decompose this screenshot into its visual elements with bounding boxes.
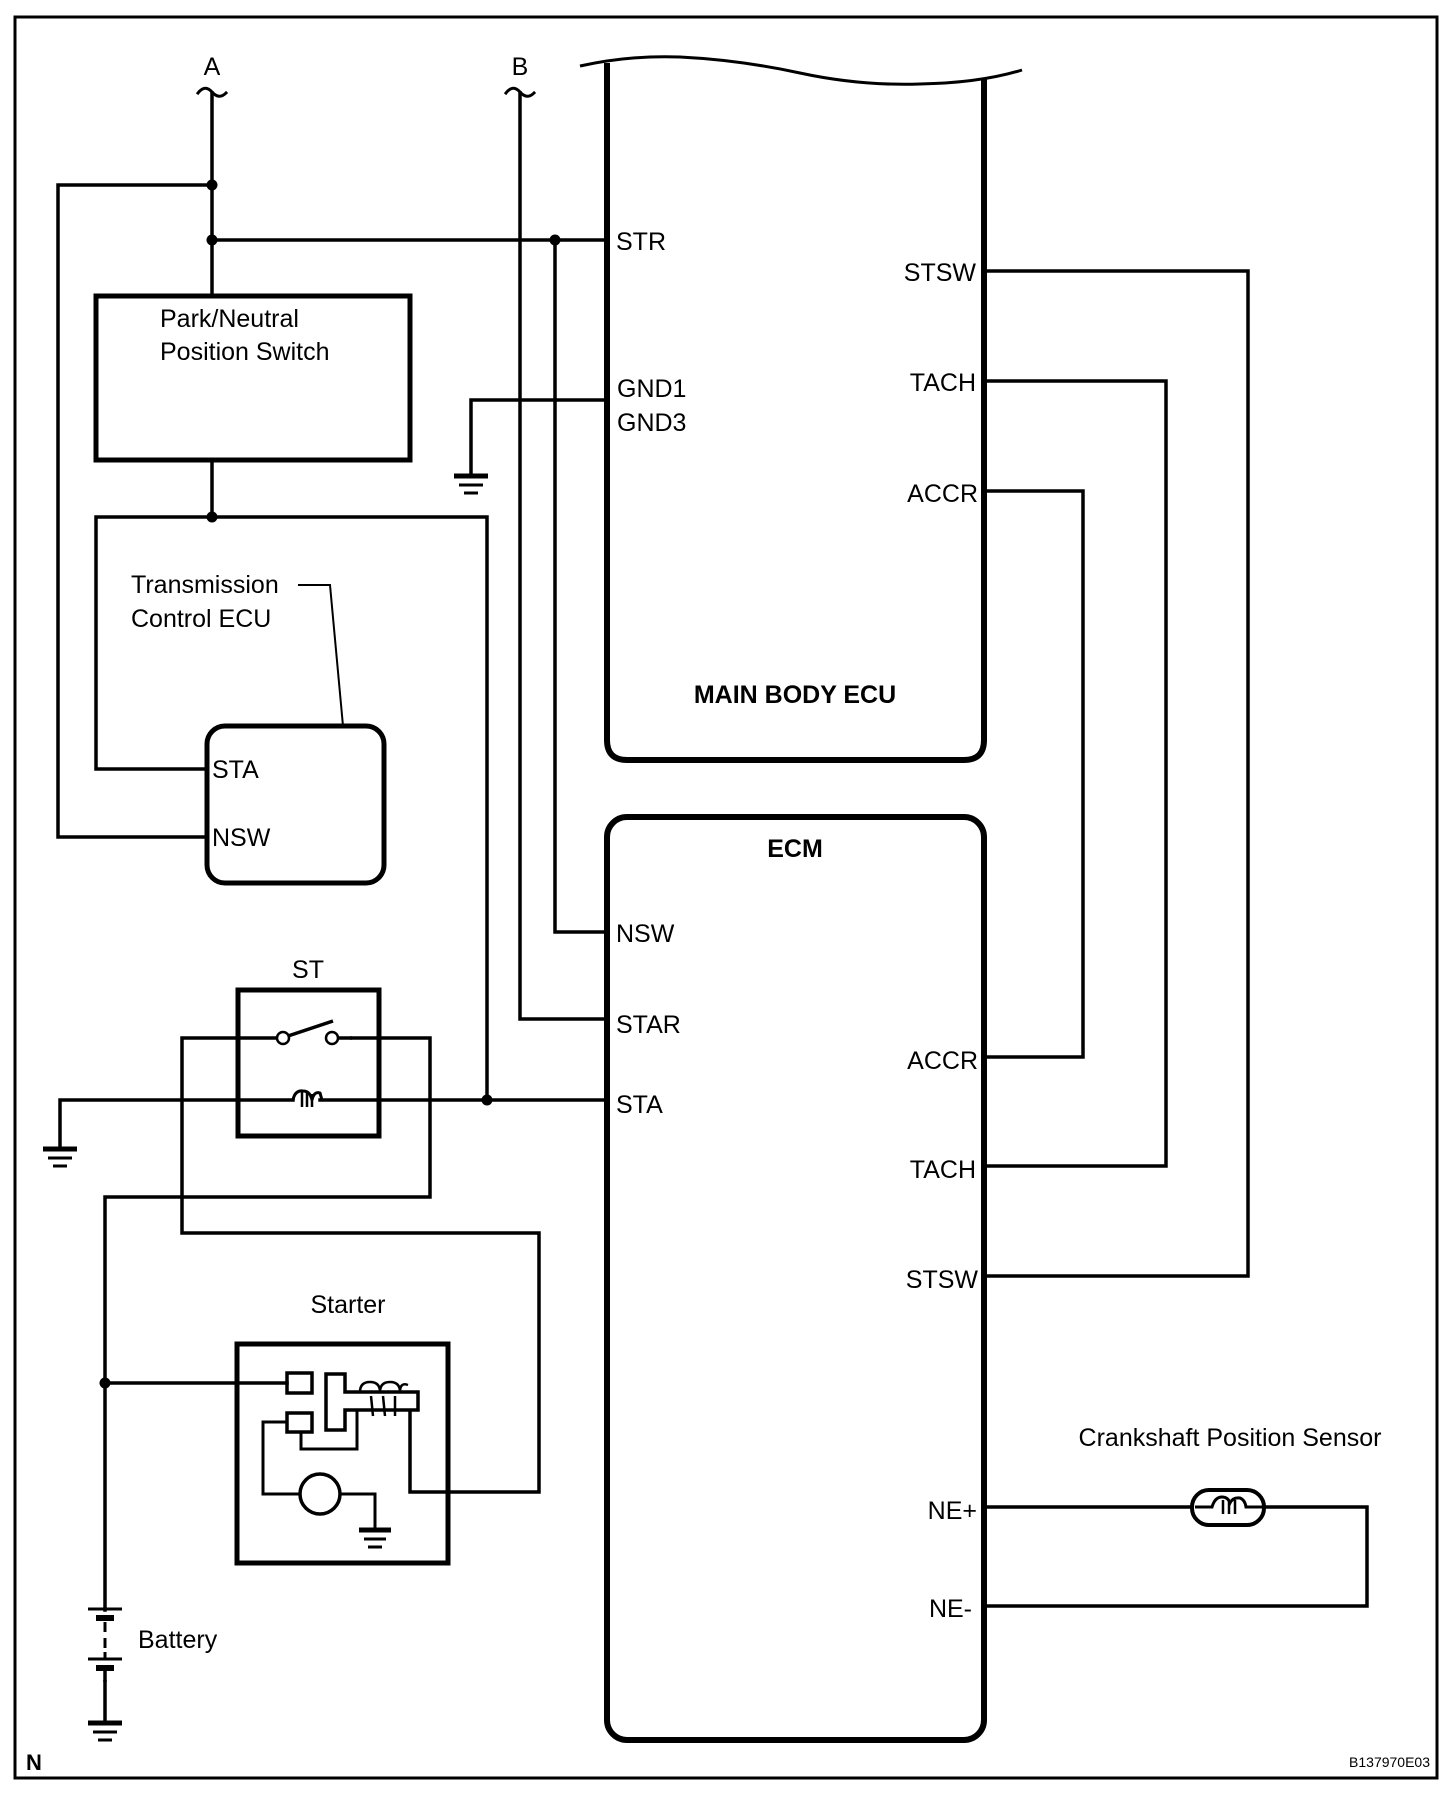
solenoid-plunger-icon (324, 1372, 420, 1432)
sensor-coil-turns (1221, 1500, 1237, 1514)
wire-pn-to-tcu-sta (94, 515, 214, 771)
transmission-control-ecu: Transmission Control ECU STA NSW (131, 571, 387, 886)
starter-internal-wire (299, 1408, 359, 1451)
tcu-label-line1: Transmission (131, 571, 279, 599)
main-body-ecu-box (604, 63, 987, 763)
starter-motor-wire (261, 1420, 302, 1496)
junction-dot (206, 511, 218, 523)
ecm-pin-ne-plus: NE+ (928, 1497, 977, 1525)
crankshaft-sensor-label: Crankshaft Position Sensor (1079, 1424, 1382, 1452)
starter: Starter (234, 1291, 451, 1566)
ground-icon (359, 1527, 391, 1549)
ecm-label: ECM (767, 835, 823, 863)
connector-b-label: B (512, 53, 529, 81)
wires (56, 91, 1369, 1612)
junction-dot (99, 1377, 111, 1389)
wire-battery-to-st-switch (103, 1036, 432, 1612)
wire-stsw (982, 269, 1250, 1278)
st-relay-box (235, 987, 382, 1139)
wire-str-to-ecm-nsw (553, 238, 609, 934)
pin-gnd3: GND3 (617, 409, 686, 437)
connector-a-label: A (204, 53, 221, 81)
main-body-ecu: MAIN BODY ECU STR GND1 GND3 STSW TACH AC… (579, 55, 1023, 763)
starter-contact-top (285, 1371, 314, 1395)
wire-gnd (469, 398, 609, 476)
starter-box (234, 1341, 451, 1566)
wire-ne-minus (982, 1505, 1369, 1608)
solenoid-coil-turns (369, 1395, 397, 1417)
corner-mark: N (26, 1750, 42, 1775)
pin-str: STR (616, 228, 666, 256)
park-neutral-label-line1: Park/Neutral (160, 305, 299, 333)
battery: Battery (88, 1607, 218, 1682)
wire-st-switch-to-starter (180, 1036, 541, 1494)
wire-pn-to-ecm-sta (210, 515, 489, 1102)
tcu-pin-nsw: NSW (212, 824, 271, 852)
junction-dot (206, 179, 218, 191)
break-line-icon (579, 55, 1023, 86)
ecm-pin-sta: STA (616, 1091, 663, 1119)
battery-icon (88, 1607, 122, 1682)
main-body-ecu-label: MAIN BODY ECU (694, 681, 896, 709)
ground-icon (454, 473, 488, 495)
park-neutral-switch-box (93, 293, 413, 463)
tcu-box (204, 723, 387, 886)
pin-gnd1: GND1 (617, 375, 686, 403)
figure-id: B137970E03 (1349, 1754, 1430, 1770)
junction-dot (206, 234, 218, 246)
junction-dot (481, 1094, 493, 1106)
ground-icon (43, 1146, 77, 1168)
wire-tach (982, 379, 1168, 1168)
ecm-pin-nsw: NSW (616, 920, 675, 948)
starter-label: Starter (310, 1291, 385, 1319)
ecm-pin-accr: ACCR (907, 1047, 978, 1075)
diagram-frame (13, 15, 1439, 1780)
ecm-box (604, 814, 987, 1743)
pin-accr: ACCR (907, 480, 978, 508)
pin-tach: TACH (910, 369, 976, 397)
relay-coil-icon (291, 1089, 324, 1107)
starter-contact-bottom (285, 1411, 314, 1434)
park-neutral-label-line2: Position Switch (160, 338, 330, 366)
battery-label: Battery (138, 1626, 218, 1654)
wire-b-to-ecm-star (518, 91, 609, 1021)
ecm-pin-ne-minus: NE- (929, 1595, 972, 1623)
connector-b: B (503, 53, 537, 98)
ecm: ECM NSW STAR STA ACCR TACH STSW NE+ NE- (604, 814, 987, 1743)
wire-st-coil-ground (58, 1098, 295, 1149)
st-relay-label: ST (292, 956, 324, 984)
park-neutral-position-switch: Park/Neutral Position Switch (93, 293, 413, 463)
motor-ground-wire (338, 1492, 377, 1530)
solenoid-coil-icon (358, 1380, 409, 1393)
tcu-pin-sta: STA (212, 756, 259, 784)
connector-a: A (195, 53, 229, 98)
tcu-leader-line (298, 584, 344, 727)
wire-a-to-tcu-nsw (56, 183, 214, 839)
tcu-label-line2: Control ECU (131, 605, 271, 633)
st-relay: ST (235, 956, 382, 1139)
ecm-pin-star: STAR (616, 1011, 681, 1039)
ecm-pin-stsw: STSW (906, 1266, 979, 1294)
ground-icon (88, 1680, 122, 1742)
junction-dot (549, 234, 561, 246)
motor-icon (298, 1472, 342, 1516)
wire-accr (982, 489, 1085, 1059)
junctions (99, 179, 561, 1389)
ecm-pin-tach: TACH (910, 1156, 976, 1184)
crankshaft-position-sensor: Crankshaft Position Sensor (1079, 1424, 1382, 1527)
relay-switch-icon (275, 1019, 352, 1046)
pin-stsw: STSW (904, 259, 977, 287)
